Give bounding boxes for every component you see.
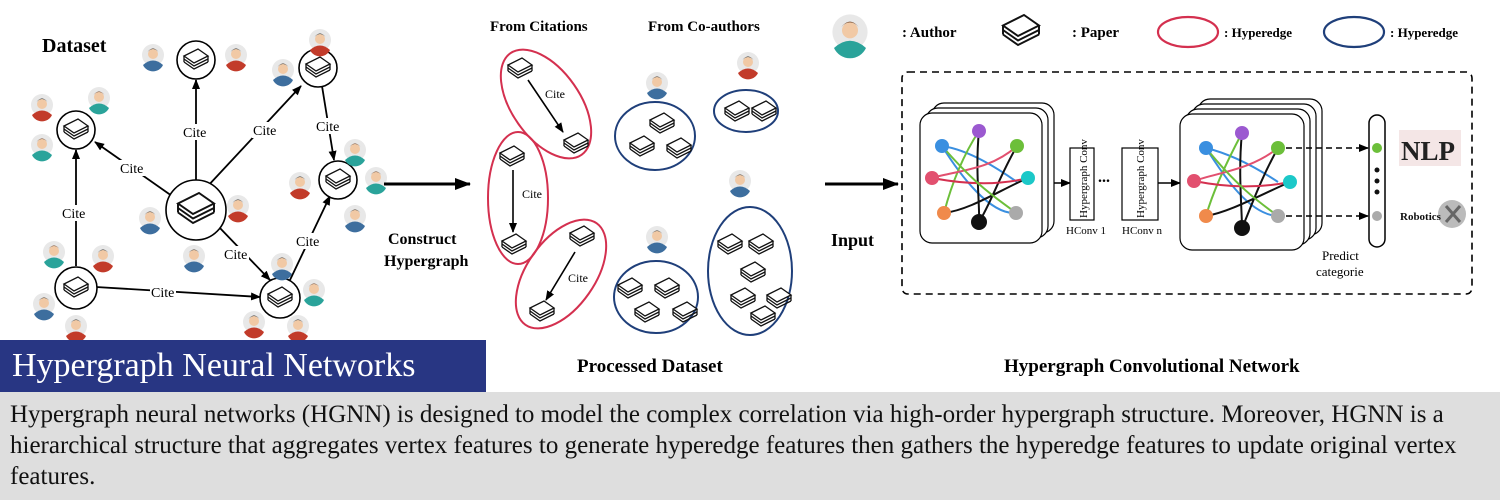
cite-label: Cite — [120, 162, 143, 177]
nlp-output: NLP — [1399, 130, 1461, 166]
hgnn-dashed-frame — [901, 71, 1473, 295]
legend: : Author : Paper : Hyperedge : Hyperedge — [832, 14, 1458, 59]
coauthor-hyperedge — [707, 206, 793, 336]
coauthor-hyperedge — [713, 89, 779, 133]
legend-paper-label: : Paper — [1072, 25, 1119, 41]
from-coauthors-heading: From Co-authors — [648, 19, 760, 35]
dataset-title: Dataset — [42, 35, 107, 57]
paper-node — [165, 179, 227, 241]
cite-label: Cite — [545, 87, 565, 101]
robotics-output-label: Robotics — [1400, 211, 1442, 223]
hgnn-caption: Hypergraph Convolutional Network — [1004, 356, 1300, 377]
paper-node — [54, 266, 98, 310]
paper-icon — [1002, 14, 1040, 46]
banner-title: Hypergraph Neural Networks — [0, 340, 486, 392]
cite-label: Cite — [522, 187, 542, 201]
citation-hyperedge: Cite — [499, 48, 593, 160]
predict-label: categorie — [1316, 264, 1364, 279]
dataset-panel: Dataset Cite Cite Cite Cite Cite Cite Ci… — [31, 29, 387, 343]
paper-node — [56, 110, 96, 150]
cite-label: Cite — [316, 120, 339, 135]
nlp-output-label: NLP — [1401, 136, 1455, 166]
paper-node — [318, 160, 358, 200]
cite-label: Cite — [296, 235, 319, 250]
from-citations-heading: From Citations — [490, 19, 588, 35]
hconv-block-1: Hypergraph Conv — [1069, 139, 1095, 221]
cite-label: Cite — [183, 126, 206, 141]
banner-description: Hypergraph neural networks (HGNN) is des… — [0, 392, 1500, 500]
coauthor-hyperedge — [613, 260, 699, 334]
predict-label: Predict — [1322, 248, 1359, 263]
cite-label: Cite — [62, 207, 85, 222]
output-hypergraph-stack — [1179, 98, 1323, 251]
construct-label: Hypergraph — [384, 253, 469, 270]
coauthor-hyperedge — [614, 101, 696, 171]
hgnn-panel: Hypergraph Conv ... Hypergraph Conv HCon… — [901, 71, 1473, 377]
cite-label: Cite — [568, 271, 588, 285]
robotics-output: Robotics — [1400, 200, 1466, 228]
input-hypergraph-stack — [919, 102, 1055, 244]
cite-label: Cite — [151, 286, 174, 301]
legend-red-hyperedge — [1156, 15, 1220, 49]
processed-dataset-panel: From Citations From Co-authors Cite Cite… — [487, 19, 793, 377]
processed-dataset-caption: Processed Dataset — [577, 356, 723, 377]
hconv-1-label: HConv 1 — [1066, 225, 1106, 237]
legend-hyperedge-red-label: : Hyperedge — [1224, 25, 1292, 40]
cite-label: Cite — [224, 248, 247, 263]
construct-label: Construct — [388, 231, 457, 248]
conv-block-label: Hypergraph Conv — [1135, 139, 1147, 218]
citation-hyperedge: Cite — [487, 131, 549, 265]
author-icon — [832, 14, 868, 59]
input-label: Input — [831, 230, 874, 250]
cite-label: Cite — [253, 124, 276, 139]
conv-ellipsis: ... — [1098, 169, 1110, 186]
author-icon — [646, 52, 759, 254]
prediction-column — [1368, 114, 1386, 248]
hconv-n-label: HConv n — [1122, 225, 1163, 237]
paper-node — [259, 277, 301, 319]
conv-block-label: Hypergraph Conv — [1078, 139, 1090, 218]
legend-blue-hyperedge — [1322, 15, 1386, 49]
legend-author-label: : Author — [902, 25, 957, 41]
paper-node — [176, 40, 216, 80]
citation-hyperedge: Cite — [514, 218, 608, 330]
legend-hyperedge-blue-label: : Hyperedge — [1390, 25, 1458, 40]
hconv-block-n: Hypergraph Conv — [1121, 139, 1159, 221]
